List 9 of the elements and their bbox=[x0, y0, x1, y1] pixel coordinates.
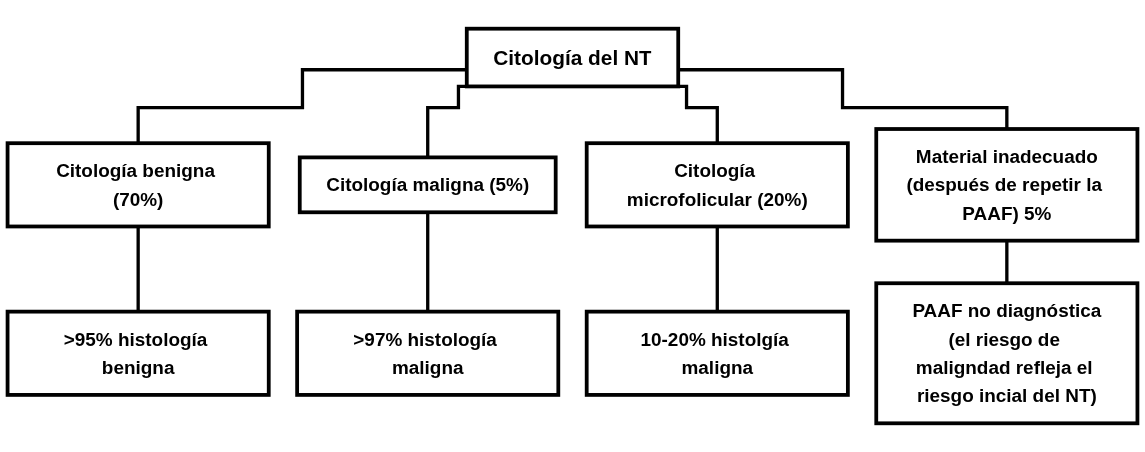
node-box: Citología del NT bbox=[464, 26, 681, 89]
node-box: PAAF no diagnóstica (el riesgo de maligndad refleja el riesgo incial del NT) bbox=[874, 281, 1140, 426]
node-box: >97% histología maligna bbox=[295, 309, 561, 397]
node-box: Citología benigna (70%) bbox=[5, 141, 271, 229]
node-box: Material inadecuado (después de repetir la PAAF) 5% bbox=[874, 127, 1140, 243]
node-box: >95% histología benigna bbox=[5, 309, 271, 397]
node-box: Citología microfolicular (20%) bbox=[584, 141, 850, 229]
node-box: 10-20% histolgía maligna bbox=[584, 309, 850, 397]
node-box: Citología maligna (5%) bbox=[297, 155, 558, 215]
